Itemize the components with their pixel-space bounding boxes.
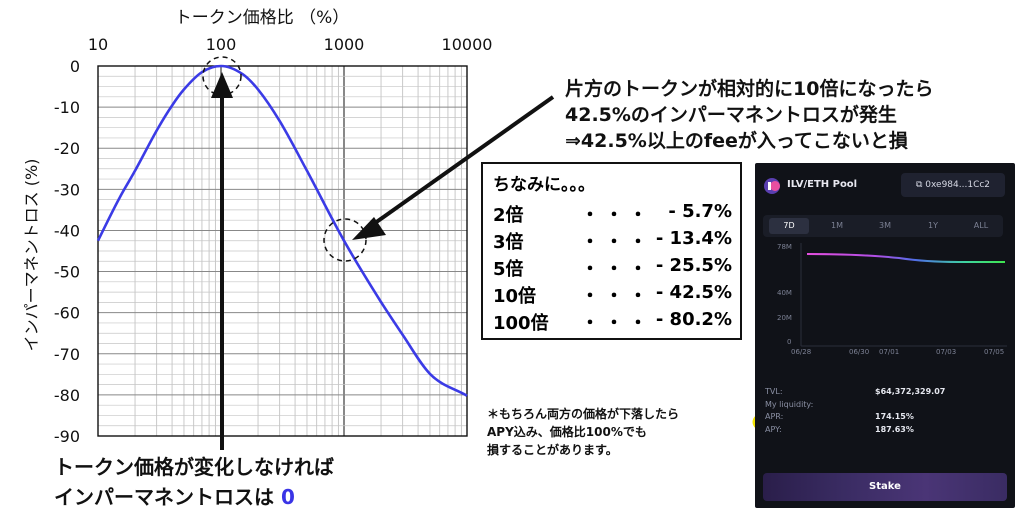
external-link-icon: ⧉ bbox=[915, 180, 926, 190]
tenx-arrow bbox=[366, 95, 555, 230]
tvl-value: $64,372,329.07 bbox=[875, 387, 946, 396]
table-row: 3倍 ・・・ - 13.4% bbox=[493, 228, 732, 254]
pool-header: ILV/ETH Pool ⧉ 0xe984...1Cc2 bbox=[763, 173, 1007, 199]
pool-x-label: 07/03 bbox=[936, 348, 957, 356]
pool-y-label: 40M bbox=[777, 289, 792, 297]
row-value: - 80.2% bbox=[655, 309, 732, 330]
x-tick-labels: 10 100 1000 10000 bbox=[88, 35, 493, 54]
series-layer bbox=[96, 64, 468, 397]
tenx-arrow-head bbox=[352, 217, 386, 240]
table-row: 5倍 ・・・ - 25.5% bbox=[493, 255, 732, 281]
y-tick-label: -70 bbox=[54, 345, 80, 364]
bottom-annotation: トークン価格が変化しなければ インパーマネントロスは 0 bbox=[54, 452, 334, 512]
footnote-line-3: 損することがあります。 bbox=[487, 443, 618, 457]
stake-button[interactable]: Stake bbox=[763, 473, 1007, 501]
y-tick-label: -40 bbox=[54, 221, 80, 240]
table-row: 2倍 ・・・ - 5.7% bbox=[493, 201, 732, 227]
y-axis-label: インパーマネントロス (%) bbox=[22, 159, 41, 352]
pool-x-label: 07/05 bbox=[984, 348, 1005, 356]
plot-frame bbox=[97, 65, 468, 437]
y-tick-label: -10 bbox=[54, 98, 80, 117]
table-row: 100倍 ・・・ - 80.2% bbox=[493, 309, 732, 335]
contract-address-button[interactable]: ⧉ 0xe984...1Cc2 bbox=[901, 173, 1005, 197]
bottom-line-1: トークン価格が変化しなければ bbox=[54, 455, 334, 479]
loss-table: ちなみに。。。 2倍 ・・・ - 5.7% 3倍 ・・・ - 13.4% 5倍 … bbox=[481, 162, 742, 340]
annotation-line-3: ⇒42.5%以上のfeeが入ってこないと損 bbox=[565, 130, 908, 152]
series-line bbox=[96, 64, 468, 397]
tvl-line bbox=[806, 253, 1005, 263]
row-label: 2倍 bbox=[493, 205, 524, 226]
row-value: - 25.5% bbox=[655, 255, 732, 276]
pool-tvl-chart bbox=[800, 243, 1007, 347]
footnote-line-1: ＊もちろん両方の価格が下落したら bbox=[487, 407, 680, 421]
row-dots: ・・・ bbox=[581, 232, 653, 253]
y-tick-labels: 0 -10 -20 -30 -40 -50 -60 -70 -80 -90 bbox=[54, 57, 80, 446]
table-row: 10倍 ・・・ - 42.5% bbox=[493, 282, 732, 308]
y-tick-label: -80 bbox=[54, 386, 80, 405]
x-tick-label: 100 bbox=[206, 35, 237, 54]
pool-y-label: 20M bbox=[777, 314, 792, 322]
y-tick-label: -30 bbox=[54, 180, 80, 199]
zero-value: 0 bbox=[280, 485, 295, 509]
bottom-line-2: インパーマネントロスは 0 bbox=[54, 482, 334, 512]
chart-grid bbox=[98, 66, 467, 436]
pool-card: ILV/ETH Pool ⧉ 0xe984...1Cc2 7D 1M 3M 1Y… bbox=[755, 163, 1015, 508]
apy-label: APY: bbox=[765, 425, 782, 434]
peak-arrow-head bbox=[211, 72, 233, 98]
annotation-line-1: 片方のトークンが相対的に10倍になったら bbox=[565, 78, 934, 100]
tab-1m[interactable]: 1M bbox=[831, 221, 843, 230]
y-tick-label: -50 bbox=[54, 263, 80, 282]
apr-label: APR: bbox=[765, 412, 784, 421]
bottom-line-2-text: インパーマネントロスは bbox=[54, 485, 274, 509]
apy-value: 187.63% bbox=[875, 425, 914, 434]
row-label: 3倍 bbox=[493, 232, 524, 253]
row-dots: ・・・ bbox=[581, 313, 653, 334]
pool-x-label: 06/28 bbox=[791, 348, 812, 356]
x-tick-label: 1000 bbox=[324, 35, 365, 54]
my-liquidity-label: My liquidity: bbox=[765, 400, 814, 409]
pool-x-label: 06/30 bbox=[849, 348, 870, 356]
row-dots: ・・・ bbox=[581, 205, 653, 226]
row-value: - 5.7% bbox=[668, 201, 732, 222]
pool-logo-icon bbox=[764, 178, 780, 194]
footnote: ＊もちろん両方の価格が下落したら APY込み、価格比100%でも 損することがあ… bbox=[487, 405, 679, 459]
row-dots: ・・・ bbox=[581, 286, 653, 307]
apr-value: 174.15% bbox=[875, 412, 914, 421]
contract-address: 0xe984...1Cc2 bbox=[925, 180, 991, 190]
pool-name: ILV/ETH Pool bbox=[787, 179, 858, 190]
x-tick-label: 10000 bbox=[442, 35, 493, 54]
pool-y-label: 0 bbox=[787, 338, 792, 346]
tab-3m[interactable]: 3M bbox=[879, 221, 891, 230]
y-tick-label: -60 bbox=[54, 304, 80, 323]
annotation-line-2: 42.5%のインパーマネントロスが発生 bbox=[565, 104, 897, 126]
row-label: 5倍 bbox=[493, 259, 524, 280]
row-label: 10倍 bbox=[493, 286, 537, 307]
chart-axes bbox=[97, 65, 468, 437]
y-tick-label: -20 bbox=[54, 139, 80, 158]
tab-1y[interactable]: 1Y bbox=[928, 221, 938, 230]
y-tick-label: -90 bbox=[54, 427, 80, 446]
tvl-label: TVL: bbox=[765, 387, 783, 396]
table-title: ちなみに。。。 bbox=[493, 175, 595, 195]
row-value: - 42.5% bbox=[655, 282, 732, 303]
timeframe-tabs: 7D 1M 3M 1Y ALL bbox=[763, 215, 1003, 237]
tab-7d[interactable]: 7D bbox=[769, 218, 809, 234]
y-tick-label: 0 bbox=[70, 57, 80, 76]
row-label: 100倍 bbox=[493, 313, 549, 334]
pool-x-label: 07/01 bbox=[879, 348, 900, 356]
row-value: - 13.4% bbox=[655, 228, 732, 249]
main-annotation: 片方のトークンが相対的に10倍になったら 42.5%のインパーマネントロスが発生… bbox=[565, 76, 933, 154]
row-dots: ・・・ bbox=[581, 259, 653, 280]
chart-title: トークン価格比 （%） bbox=[175, 8, 350, 28]
tenx-highlight-circle bbox=[323, 218, 367, 262]
x-tick-label: 10 bbox=[88, 35, 108, 54]
pool-y-label: 78M bbox=[777, 243, 792, 251]
footnote-line-2: APY込み、価格比100%でも bbox=[487, 425, 647, 439]
tab-all[interactable]: ALL bbox=[973, 221, 989, 230]
